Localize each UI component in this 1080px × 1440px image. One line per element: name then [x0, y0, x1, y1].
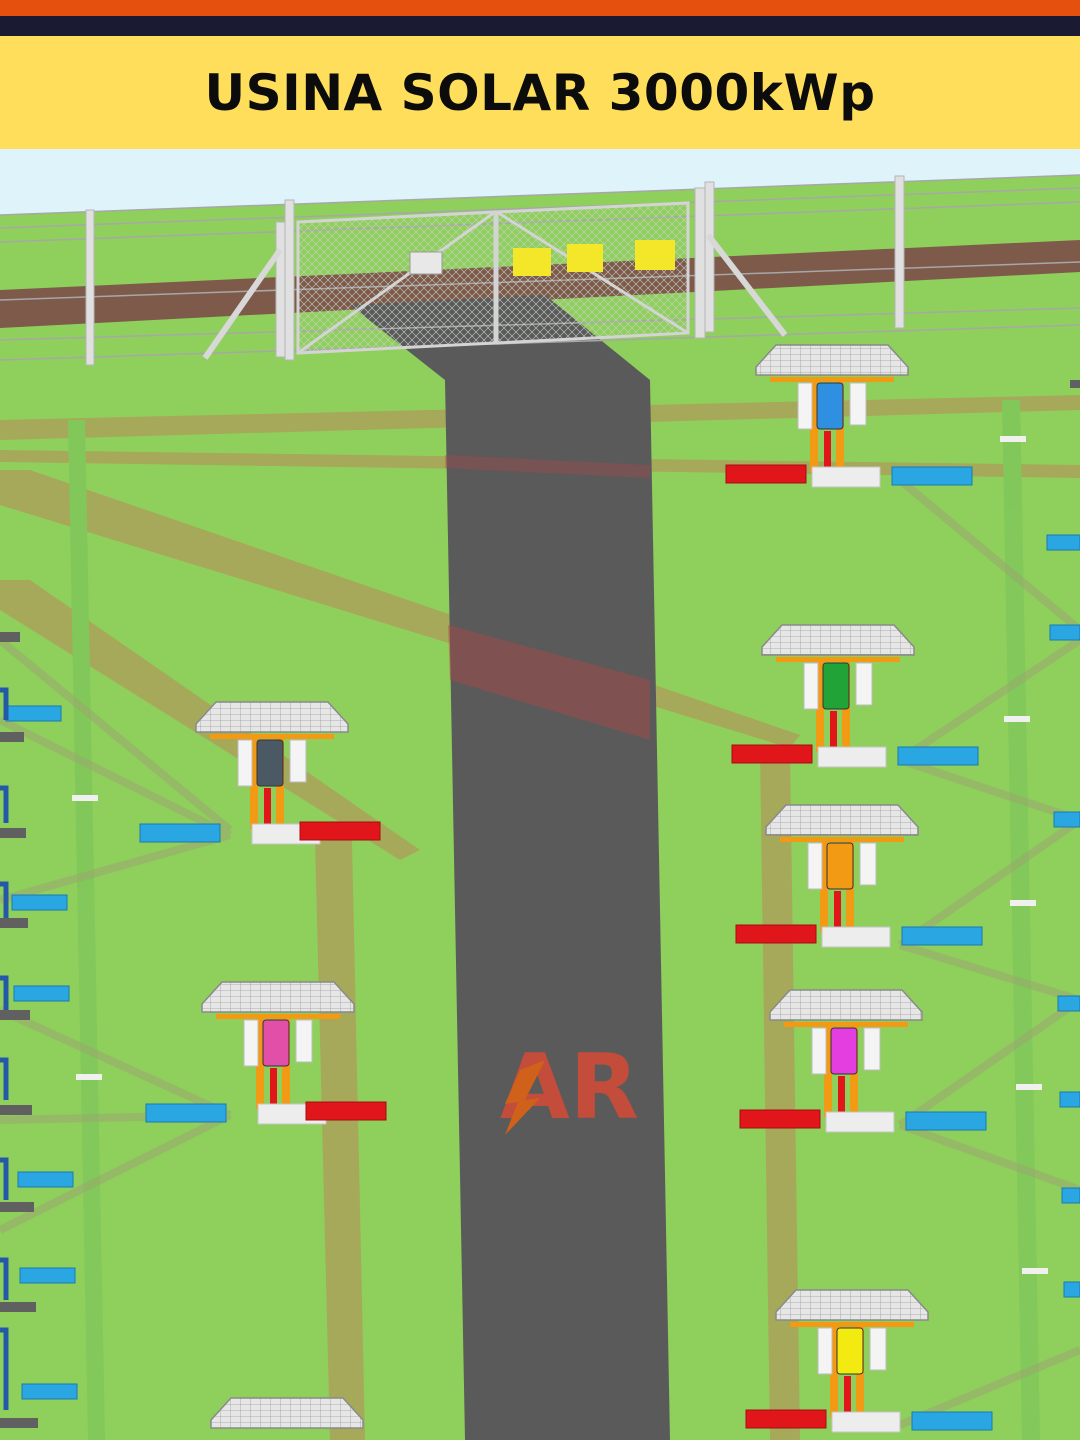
top-accent-bar: [0, 0, 1080, 16]
string-box-blue: [139, 823, 221, 843]
gate-sign-yellow: [513, 248, 551, 276]
string-box-blue: [145, 1103, 227, 1123]
ac-panel: [863, 1027, 881, 1071]
string-box-blue: [891, 466, 973, 486]
page-title: USINA SOLAR 3000kWp: [204, 63, 876, 122]
string-box-blue: [897, 746, 979, 766]
solar-plant-diagram: AR: [0, 149, 1080, 1440]
string-box-red: [299, 821, 381, 841]
ac-panel: [803, 662, 819, 710]
frame-beam: [216, 1014, 340, 1019]
frame-post: [256, 1017, 264, 1109]
gate-sign-white: [409, 251, 443, 275]
ac-panel: [869, 1327, 887, 1371]
top-dark-bar: [0, 16, 1080, 36]
solar-canopy: [201, 981, 355, 1013]
concrete-base: [821, 926, 891, 948]
inverter-station: [725, 344, 973, 488]
concrete-base: [811, 466, 881, 488]
left-string-boxes: [0, 632, 78, 1428]
ac-panel: [289, 739, 307, 783]
ac-panel: [817, 1327, 833, 1375]
dc-conduit: [824, 431, 831, 469]
inverter-box: [822, 662, 850, 710]
frame-beam: [210, 734, 334, 739]
string-box-red: [731, 744, 813, 764]
lightning-icon: [505, 1060, 545, 1135]
inverter-station: [735, 804, 983, 948]
frame-post: [830, 1325, 838, 1417]
dc-conduit: [270, 1068, 277, 1106]
sky: [0, 149, 1080, 215]
dc-conduit: [834, 891, 841, 929]
entrance-gate: [296, 201, 690, 355]
ar-logo-watermark: AR: [500, 1035, 639, 1140]
inverter-box: [830, 1027, 858, 1075]
dc-conduit: [838, 1076, 845, 1114]
fence-posts: [85, 175, 905, 366]
ac-panel: [811, 1027, 827, 1075]
frame-beam: [790, 1322, 914, 1327]
title-banner: USINA SOLAR 3000kWp: [0, 36, 1080, 149]
string-box-blue: [905, 1111, 987, 1131]
frame-post: [250, 737, 258, 829]
string-box-red: [305, 1101, 387, 1121]
frame-beam: [776, 657, 900, 662]
inverter-station: [139, 701, 381, 845]
solar-canopy: [761, 624, 915, 656]
solar-canopy: [769, 989, 923, 1021]
concrete-base: [831, 1411, 901, 1433]
dc-conduit: [264, 788, 271, 826]
string-box-blue: [901, 926, 983, 946]
ac-panel: [295, 1019, 313, 1063]
inverter-box: [826, 842, 854, 890]
road-trench-crossing: [448, 625, 650, 740]
dc-conduit: [844, 1376, 851, 1414]
string-box-red: [739, 1109, 821, 1129]
inverter-stations: [139, 344, 993, 1433]
string-cables: [0, 476, 1080, 1429]
gate-sign-yellow: [567, 244, 603, 272]
solar-canopy: [210, 1397, 364, 1429]
solar-canopy: [755, 344, 909, 376]
ac-panel: [237, 739, 253, 787]
right-string-boxes: [72, 380, 1080, 1298]
inverter-box: [256, 739, 284, 787]
concrete-base: [825, 1111, 895, 1133]
string-box-red: [725, 464, 807, 484]
concrete-base: [817, 746, 887, 768]
ac-panel: [243, 1019, 259, 1067]
dc-conduit: [830, 711, 837, 749]
solar-canopy: [765, 804, 919, 836]
frame-beam: [784, 1022, 908, 1027]
frame-post: [816, 660, 824, 752]
frame-post: [820, 840, 828, 932]
frame-post: [810, 380, 818, 472]
inverter-station: [745, 1289, 993, 1433]
inverter-box: [262, 1019, 290, 1067]
ac-panel: [807, 842, 823, 890]
ac-panel: [849, 382, 867, 426]
string-box-red: [745, 1409, 827, 1429]
ac-panel: [855, 662, 873, 706]
solar-canopy: [195, 701, 349, 733]
inverter-station: [210, 1397, 364, 1429]
ac-panel: [859, 842, 877, 886]
fence-braces: [202, 233, 788, 360]
frame-beam: [770, 377, 894, 382]
access-road: [350, 295, 670, 1440]
inverter-station: [739, 989, 987, 1133]
ac-panel: [797, 382, 813, 430]
string-box-red: [735, 924, 817, 944]
inverter-box: [816, 382, 844, 430]
inverter-station: [731, 624, 979, 768]
gate-sign-yellow: [635, 240, 675, 270]
inverter-station: [145, 981, 387, 1125]
frame-beam: [780, 837, 904, 842]
string-box-blue: [911, 1411, 993, 1431]
solar-canopy: [775, 1289, 929, 1321]
inverter-box: [836, 1327, 864, 1375]
frame-post: [824, 1025, 832, 1117]
